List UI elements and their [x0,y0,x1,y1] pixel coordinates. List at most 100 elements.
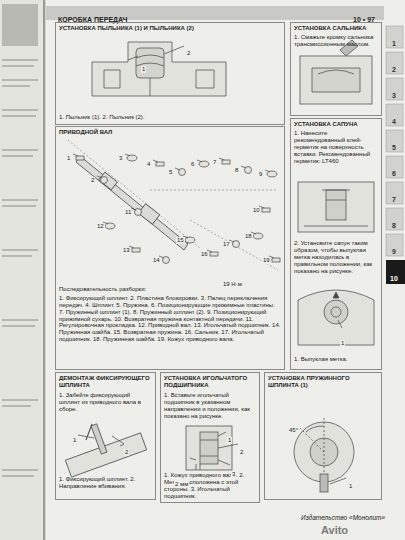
callout-number: 15 [176,237,185,244]
instruction-text: 1. Пыльник (1). 2. Пыльник (2). [59,114,281,121]
leader-line [197,160,202,162]
instruction-text: 1. Фиксирующий шплинт. 2. Направление вб… [59,476,152,490]
callout-number: 10 [252,207,261,214]
section-tab: 4 [391,118,397,126]
shaft-part [132,248,140,252]
instruction-text: 1. Выпуклая метка. [294,356,378,363]
callout-number: 11 [124,209,132,216]
shaft-part [210,252,218,256]
label-wrap: 1 [72,428,77,446]
shaft-part [253,233,263,239]
label-wrap: 5 [168,160,173,178]
section-tab: 10 [389,275,399,283]
leader-line [219,158,224,160]
label-wrap: 19 [262,248,271,266]
instruction-text: 2. Установите сапун таким образом, чтобы… [294,240,378,274]
label-wrap: 8 [234,158,239,176]
label-wrap: 12 [96,214,105,232]
label-wrap: 16 [200,242,209,260]
instruction-text: 1. Нанесите рекомендованный клей-гермети… [294,130,378,164]
shaft-part [127,155,137,161]
label-wrap: 19 Н·м [222,272,243,290]
label-wrap: 2 [186,41,191,59]
section-heading: УСТАНОВКА ПРУЖИННОГО ШПЛИНТА (1) [268,375,378,389]
section-tab: 1 [391,40,397,48]
label-wrap: 9 [258,162,263,180]
callout-number: 1 [66,155,71,162]
shaft-part [199,161,209,167]
instruction-text: 1. Вставьте игольчатый подшипник в указа… [164,392,256,420]
leader-line [175,168,180,170]
label-wrap: 1 [66,146,71,164]
callout-number: 5 [168,169,173,176]
label-wrap: 11 [124,200,132,218]
shaft-part [105,223,115,229]
callout-number: 8 [234,167,239,174]
page-number: 10 • 97 [352,16,376,24]
label-wrap: 2 [124,440,129,458]
label-wrap: 2 мм [174,472,189,490]
section-heading: УСТАНОВКА ИГОЛЬЧАТОГО ПОДШИПНИКА [164,375,256,389]
instruction-panel: УСТАНОВКА ПЫЛЬНИКА (1) И ПЫЛЬНИКА (2)1. … [55,22,285,125]
label-wrap: 2 [90,168,95,186]
label-wrap: 10 [389,267,399,285]
callout-number: 14 [152,257,161,264]
label-wrap: 6 [190,152,195,170]
section-heading: ПРИВОДНОЙ ВАЛ [59,129,281,136]
instruction-text: 1. Забейте фиксирующий шплинт из приводн… [59,392,152,413]
label-wrap: 45° [288,418,299,436]
callout-number: 1 [340,340,345,347]
label-wrap: 1 [340,331,345,349]
label-wrap: Avito [320,520,349,538]
callout-number: 1 [348,483,353,490]
shaft-part [272,258,280,262]
instruction-text: 1. Смажьте кромку сальника трансмиссионн… [294,34,378,48]
publisher-note: Издательство «Монолит» [300,514,386,521]
shaft-part [262,208,270,212]
label-wrap: 4 [391,110,397,128]
callout-number: 16 [200,251,209,258]
callout-number: 13 [122,247,131,254]
section-tab: 6 [391,170,397,178]
callout-number: 2 [124,449,129,456]
label-wrap: 3 [118,146,123,164]
label-wrap: 17 [222,232,231,250]
instruction-panel: ПРИВОДНОЙ ВАЛПоследовательность разборки… [55,126,285,370]
callout-number: 17 [222,241,231,248]
header-wrap: КОРОБКА ПЕРЕДАЧ [58,8,128,26]
callout-number: 4 [146,161,151,168]
section-heading: УСТАНОВКА САЛЬНИКА [294,25,378,32]
label-wrap: 4 [146,152,151,170]
callout-number: 1 [72,437,77,444]
instruction-panel: УСТАНОВКА САЛЬНИКА 1. Смажьте кромку саль… [290,22,382,116]
label-wrap: 1 [227,428,232,446]
watermark: Avito [320,524,349,536]
dimension: 2 мм [174,481,189,488]
callout-number: 18 [244,233,253,240]
label-wrap: 2 [391,58,397,76]
shaft-part [185,237,195,243]
leader-line [125,154,130,156]
shaft-part [156,162,164,166]
label-wrap: 7 [212,150,217,168]
label-wrap: 14 [152,248,161,266]
section-tab: 8 [391,222,397,230]
label-wrap: 13 [122,238,131,256]
label-wrap: 1 [348,474,353,492]
callout-number: 3 [118,155,123,162]
shaft-part [267,171,277,177]
instruction-panel: ДЕМОНТАЖ ФИКСИРУЮЩЕГО ШПЛИНТА1. Забейте … [55,372,156,500]
label-wrap: 10 • 97 [352,8,376,26]
callout-number: 2 [239,449,244,456]
callout-number: 2 [186,50,191,57]
instruction-text: 1. Фиксирующий шплинт. 2. Пластина блоки… [59,295,281,343]
callout-number: 1 [141,66,146,73]
label-wrap: 9 [391,240,397,258]
shaft-part [222,160,230,164]
label-wrap: 15 [176,228,185,246]
callout-number: 3 [231,471,236,478]
label-wrap: 1 [391,32,397,50]
instruction-panel: УСТАНОВКА ПРУЖИННОГО ШПЛИНТА (1) [264,372,382,500]
label-wrap: 18 [244,224,253,242]
